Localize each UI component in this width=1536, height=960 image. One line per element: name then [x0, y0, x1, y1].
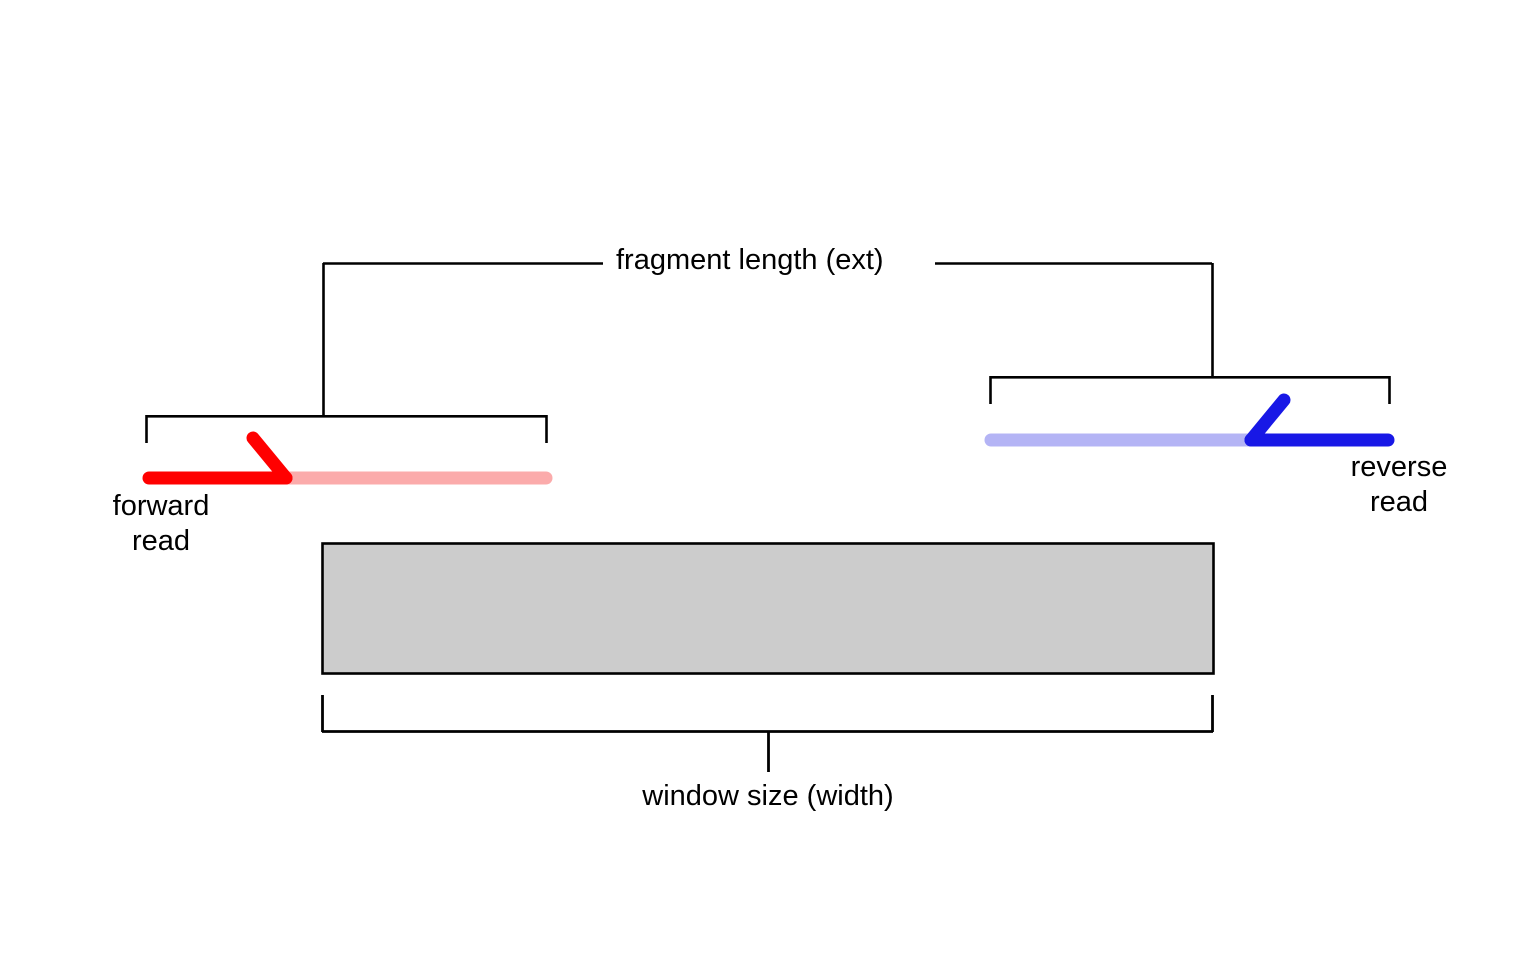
forward-read-bracket — [145, 414, 548, 443]
window-size-bracket — [321, 695, 1214, 772]
window-size-label: window size (width) — [642, 780, 894, 812]
forward-read-label-line1: forward — [112, 490, 210, 522]
fragment-length-label: fragment length (ext) — [616, 244, 884, 276]
forward-read-group — [142, 431, 553, 485]
reverse-read-label-line2: read — [1369, 486, 1429, 519]
reverse-read-bracket — [989, 375, 1391, 404]
reverse-read-group — [984, 393, 1395, 447]
fragment-length-bracket — [322, 262, 1214, 417]
forward-read-label-line2: read — [131, 525, 191, 558]
window-size-rect — [321, 542, 1215, 675]
reverse-read-label-line1: reverse — [1350, 451, 1448, 483]
forward-read-arrowhead — [246, 431, 293, 485]
reverse-read-arrowhead — [1244, 393, 1291, 447]
